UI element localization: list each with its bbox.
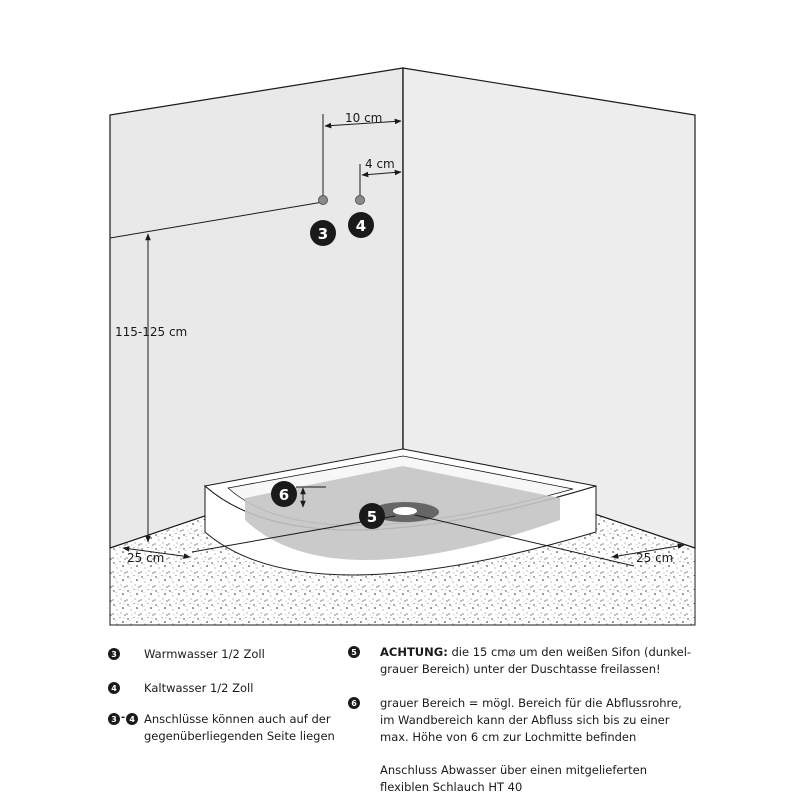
dim-right-25cm-arrow <box>611 543 685 559</box>
drain-hole <box>393 507 417 515</box>
badge-5: 5 <box>359 503 385 529</box>
legend-note-2: flexiblen Schlauch HT 40 <box>380 780 523 794</box>
water-connection-line <box>109 201 324 239</box>
shower-tray <box>203 448 597 576</box>
legend-text-warning-2: grauer Bereich) unter der Duschtasse fre… <box>380 662 661 676</box>
legend-text-gray-2: im Wandbereich kann der Abfluss sich bis… <box>380 713 670 727</box>
legend-note: Anschluss Abwasser über einen mitgeliefe… <box>380 762 647 796</box>
dim-left-25cm-arrow <box>122 546 191 559</box>
legend-text-cold: Kaltwasser 1/2 Zoll <box>144 681 254 695</box>
dim-right-25cm-label: 25 cm <box>636 551 673 565</box>
legend-note-1: Anschluss Abwasser über einen mitgeliefe… <box>380 763 648 777</box>
legend-text-warning-1: die 15 cm⌀ um den weißen Sifon (dunkel- <box>447 645 692 659</box>
badge-4: 4 <box>348 212 374 238</box>
installation-diagram: 10 cm 4 cm 115-125 cm 25 cm 25 cm 3 4 6 … <box>109 67 696 626</box>
bullet-3b: 3 <box>108 713 120 725</box>
legend-item-3-4: 3 - 4 Anschlüsse können auch auf der geg… <box>108 711 335 745</box>
legend-item-3: 3 Warmwasser 1/2 Zoll <box>108 646 265 663</box>
legend-item-6: 6 grauer Bereich = mögl. Bereich für die… <box>348 695 682 746</box>
badge-6: 6 <box>271 481 297 507</box>
svg-text:3: 3 <box>318 225 328 243</box>
dim-10cm-label: 10 cm <box>345 111 382 125</box>
dim-10cm-arrow <box>324 118 402 129</box>
legend-text-sides-1: Anschlüsse können auch auf der <box>144 712 331 726</box>
svg-text:6: 6 <box>279 486 289 504</box>
bullet-5: 5 <box>348 646 360 658</box>
svg-text:4: 4 <box>356 217 366 235</box>
bullet-dash: - <box>121 712 126 723</box>
dim-left-25cm-label: 25 cm <box>127 551 164 565</box>
legend-text-gray-3: max. Höhe von 6 cm zur Lochmitte befinde… <box>380 730 637 744</box>
legend-item-5: 5 ACHTUNG: die 15 cm⌀ um den weißen Sifo… <box>348 644 691 678</box>
bullet-4: 4 <box>108 682 120 694</box>
dim-4cm-label: 4 cm <box>365 157 395 171</box>
bullet-6: 6 <box>348 697 360 709</box>
legend-text-sides-2: gegenüberliegenden Seite liegen <box>144 729 335 743</box>
legend-warning-lead: ACHTUNG: <box>380 645 448 659</box>
cold-water-port <box>355 195 365 205</box>
right-floor-ref-line <box>414 514 635 567</box>
svg-text:5: 5 <box>367 508 377 526</box>
bullet-3: 3 <box>108 648 120 660</box>
legend-item-4: 4 Kaltwasser 1/2 Zoll <box>108 680 253 697</box>
dim-height-label: 115-125 cm <box>115 325 187 339</box>
legend-text-gray-1: grauer Bereich = mögl. Bereich für die A… <box>380 696 682 710</box>
bullet-pair-3-4: 3 - 4 <box>108 711 144 745</box>
legend-text-warm: Warmwasser 1/2 Zoll <box>144 647 265 661</box>
warm-water-port <box>318 195 328 205</box>
dim-4cm-arrow <box>361 169 402 178</box>
badge-3: 3 <box>310 220 336 246</box>
bullet-4b: 4 <box>126 713 139 725</box>
